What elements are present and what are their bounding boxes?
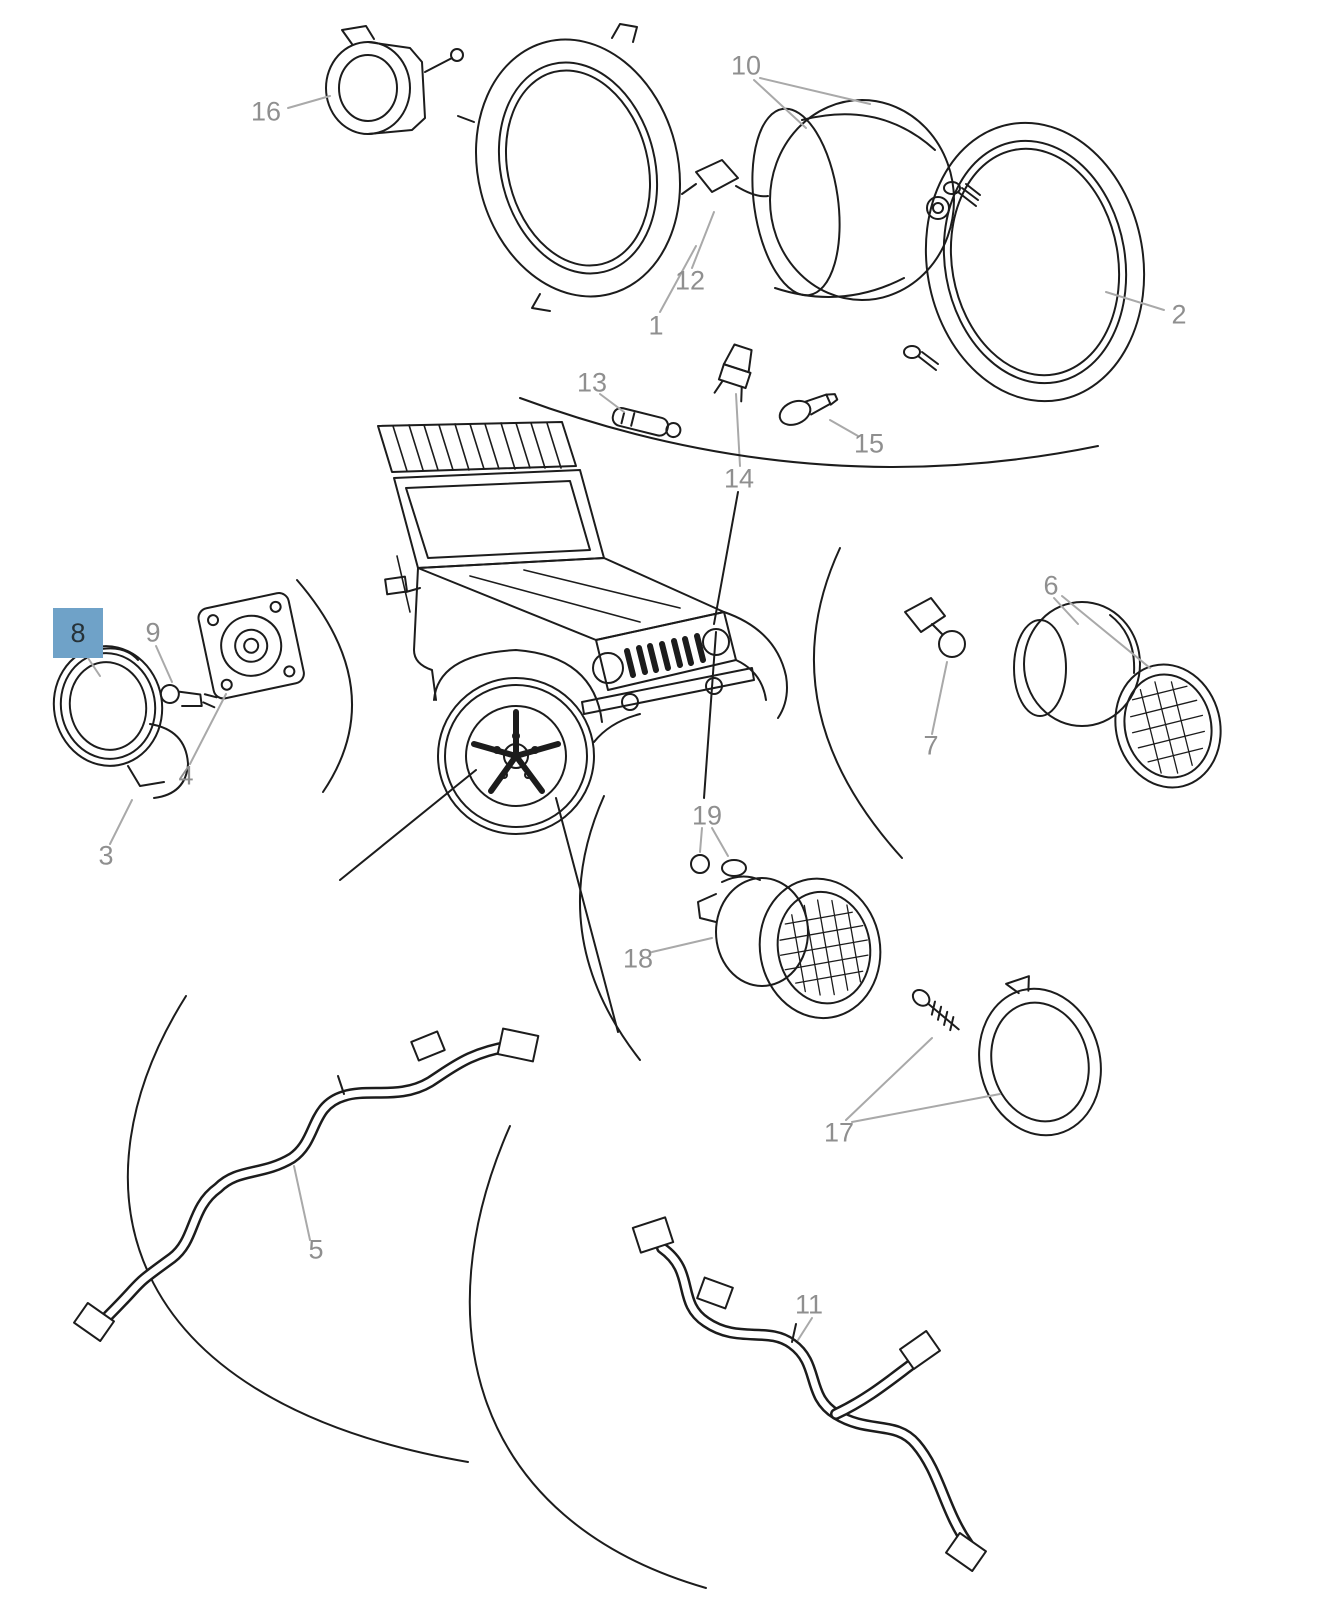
leader-18 — [651, 937, 713, 953]
part-17-screw — [911, 988, 960, 1032]
group-arc-left — [296, 579, 353, 793]
part-6-lamp-lens — [1114, 663, 1222, 789]
leader-1 — [659, 245, 697, 313]
callout-18[interactable]: 18 — [622, 943, 654, 974]
leader-6a — [1053, 597, 1079, 625]
part-15-bulb — [778, 393, 839, 426]
leader-4 — [189, 693, 227, 765]
part-19-fittings — [690, 854, 747, 877]
leader-12 — [691, 211, 715, 269]
locator-line-19 — [703, 631, 717, 799]
part-3-fog-lamp-body — [127, 723, 189, 799]
group-arc-right — [812, 547, 903, 859]
part-5-harness — [73, 1027, 540, 1343]
leader-8 — [87, 657, 101, 677]
leader-7 — [931, 661, 948, 735]
leader-10a — [753, 79, 807, 129]
leader-3 — [109, 799, 133, 845]
callout-19[interactable]: 19 — [691, 800, 723, 831]
group-arc-bottom-center — [468, 1125, 707, 1589]
callout-17[interactable]: 17 — [823, 1117, 855, 1148]
leader-2 — [1105, 291, 1165, 311]
leader-11 — [797, 1317, 813, 1341]
callout-14[interactable]: 14 — [723, 463, 755, 494]
callout-7[interactable]: 7 — [923, 730, 939, 761]
leader-17b — [851, 1093, 1001, 1123]
leader-14 — [735, 393, 741, 467]
vehicle-sketch — [377, 421, 788, 835]
callout-3[interactable]: 3 — [98, 840, 114, 871]
callout-2[interactable]: 2 — [1171, 299, 1187, 330]
leader-16 — [287, 95, 331, 109]
part-7-bulb — [904, 597, 966, 658]
part-10-headlamp-reflector — [751, 99, 955, 301]
callout-10[interactable]: 10 — [730, 50, 762, 81]
group-arc-top — [519, 397, 1099, 468]
group-arc-bottom-left — [126, 995, 469, 1463]
leader-6b — [1061, 595, 1151, 669]
part-4-bracket-plate — [197, 592, 305, 700]
locator-line-fog-bottom — [555, 797, 619, 1033]
callout-16[interactable]: 16 — [250, 96, 282, 127]
locator-line-14 — [713, 491, 739, 625]
callout-12[interactable]: 12 — [674, 265, 706, 296]
leader-10b — [759, 77, 871, 105]
part-18-fog-lamp — [697, 875, 882, 1020]
leader-5 — [293, 1165, 311, 1241]
bezel-screw-top — [943, 181, 981, 207]
leader-13 — [599, 393, 625, 413]
part-14-bulb — [713, 343, 753, 403]
callout-9[interactable]: 9 — [145, 617, 161, 648]
leader-19a — [699, 827, 703, 853]
callout-8-highlighted[interactable]: 8 — [53, 608, 103, 658]
leader-19b — [711, 827, 729, 857]
part-17-lens — [978, 975, 1102, 1137]
callout-15[interactable]: 15 — [853, 428, 885, 459]
callout-6[interactable]: 6 — [1043, 570, 1059, 601]
leader-17a — [845, 1037, 933, 1121]
leader-9 — [155, 645, 173, 683]
part-6-lamp-housing — [1013, 601, 1141, 727]
part-16-leveling-motor — [325, 25, 464, 135]
part-2-headlamp-bezel — [924, 121, 1146, 403]
part-13-bulb — [611, 407, 682, 439]
leader-15 — [829, 419, 859, 437]
part-11-harness — [631, 1216, 987, 1573]
callout-1[interactable]: 1 — [648, 310, 664, 341]
locator-line-fog-left — [339, 769, 477, 881]
part-12-connector — [681, 159, 769, 198]
callout-4[interactable]: 4 — [178, 760, 194, 791]
headlamp-mounting-ring — [457, 23, 681, 312]
group-arc-fog — [578, 795, 641, 1061]
callout-5[interactable]: 5 — [308, 1234, 324, 1265]
part-9-fog-bulb — [159, 684, 218, 709]
callout-11[interactable]: 11 — [794, 1289, 824, 1320]
callout-13[interactable]: 13 — [576, 367, 608, 398]
part-8-fog-ring — [52, 645, 164, 767]
bezel-screw-bottom — [903, 345, 939, 371]
